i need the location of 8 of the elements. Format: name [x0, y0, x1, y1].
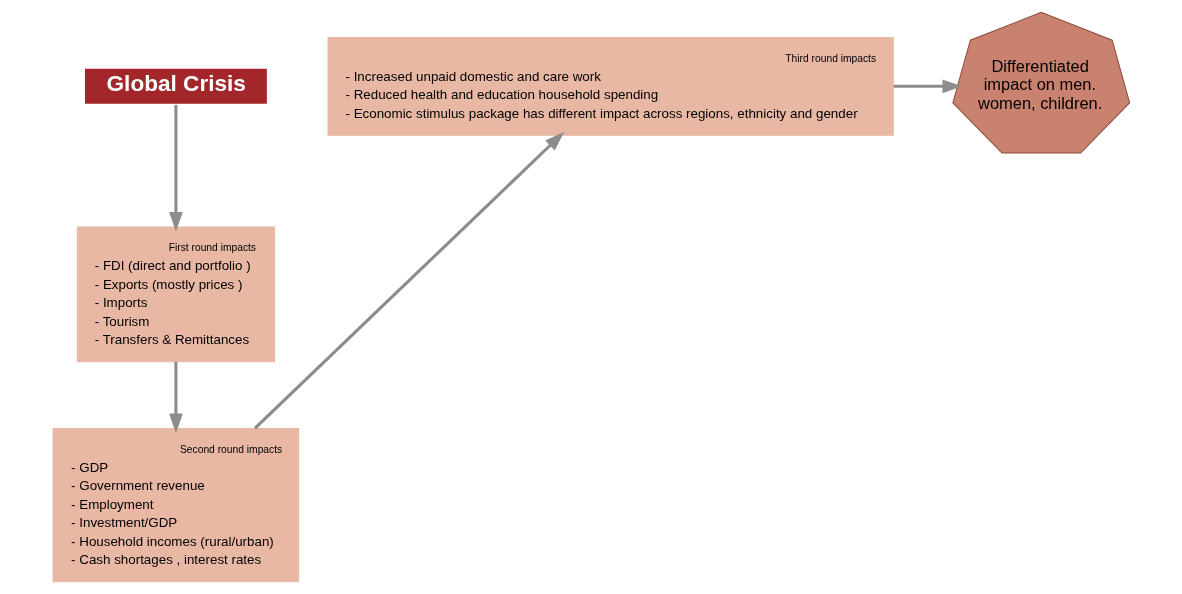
arrow [893, 79, 962, 94]
node-box: Second round impacts - GDP - Government revenue - Employment - Investment/GDP - Household incomes (rural/urban) - Cash shortages , interest rates [52, 428, 299, 583]
node-box: First round impacts - FDI (direct and portfolio ) - Exports (mostly prices ) - Imports - Tourism - Transfers & Remittances [76, 226, 275, 363]
arrow [168, 361, 183, 434]
node-box: Third round impacts - Increased unpaid domestic and care work - Reduced health and education household spending - Economic stimulus package has different impact across regions, ethnicity and gender [327, 37, 894, 136]
arrow [253, 131, 564, 430]
node-box: Global Crisis [82, 66, 269, 106]
arrow [168, 104, 183, 232]
